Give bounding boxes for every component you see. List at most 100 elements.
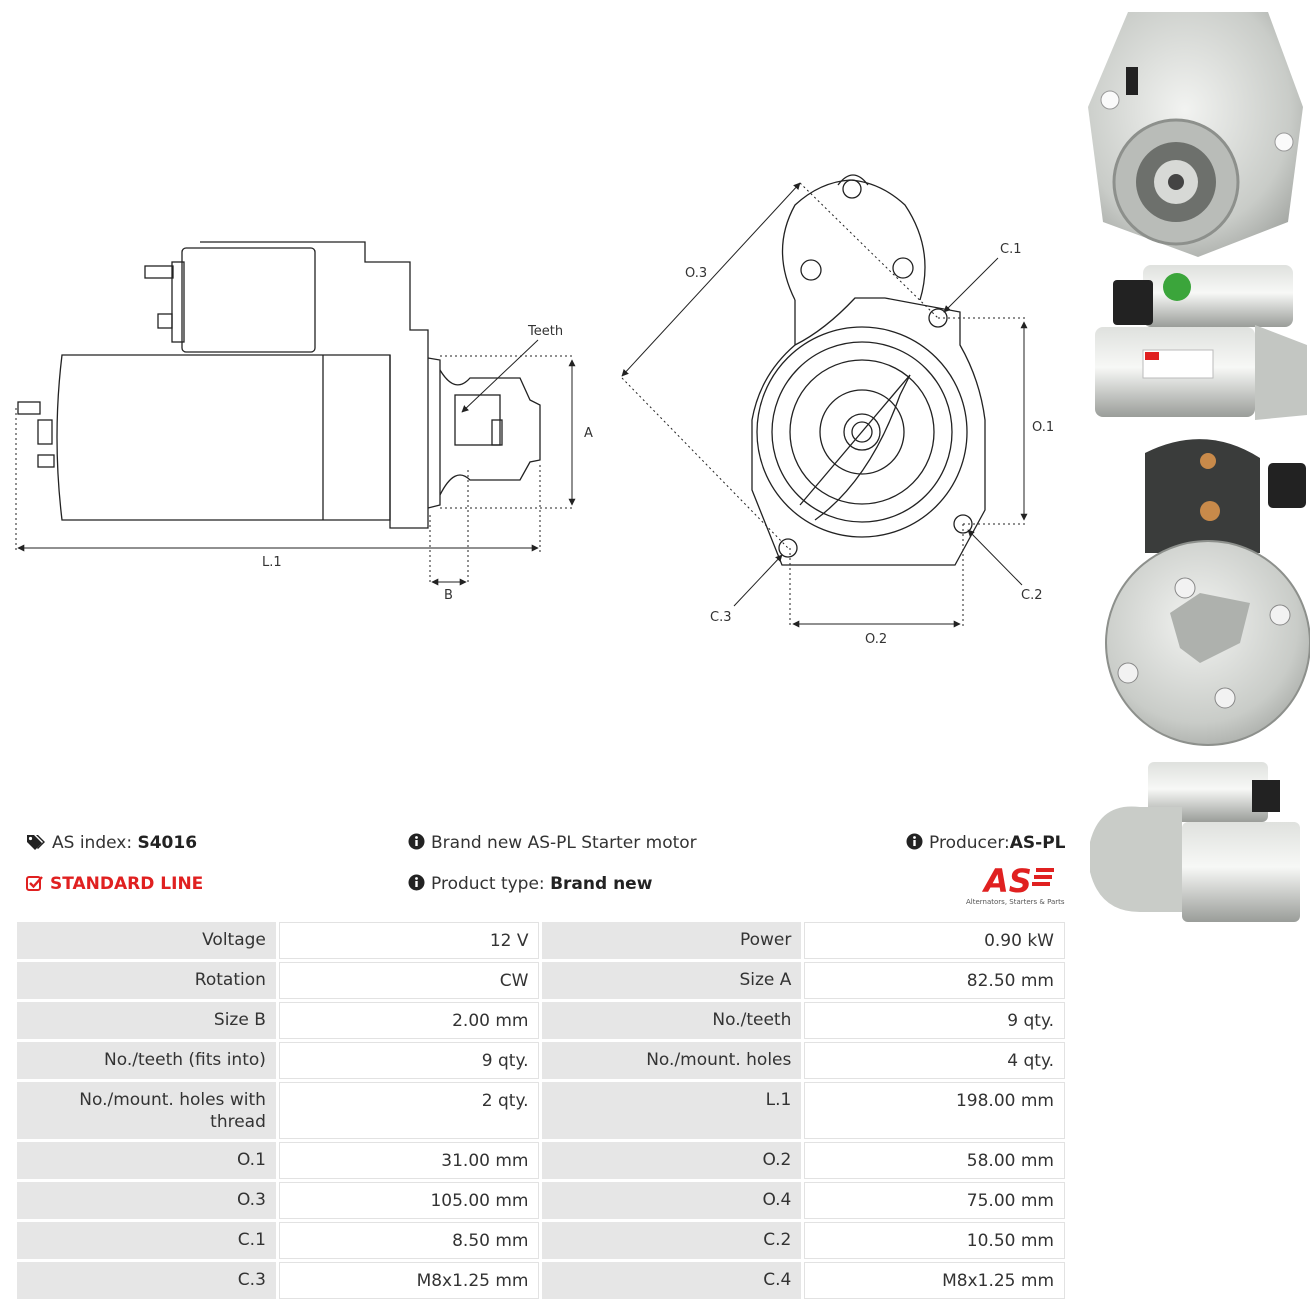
drive-nose <box>439 369 541 496</box>
label-teeth: Teeth <box>527 324 563 339</box>
producer-label: Producer: <box>929 833 1010 853</box>
as-index-value: S4016 <box>137 833 198 853</box>
label-l1: L.1 <box>262 555 282 570</box>
tags-icon <box>27 835 45 850</box>
c1-leader <box>943 257 999 313</box>
c3-leader <box>733 554 783 607</box>
spec-value: 58.00 mm <box>804 1142 1065 1179</box>
label-c3: C.3 <box>710 610 731 625</box>
label-o3: O.3 <box>685 266 707 281</box>
label-o1: O.1 <box>1032 420 1054 435</box>
label-a: A <box>584 426 593 441</box>
spec-label: Size B <box>17 1002 276 1039</box>
motor-body <box>56 354 391 521</box>
description-text: Brand new AS-PL Starter motor <box>431 833 697 853</box>
front-dimensions <box>621 182 1028 628</box>
standard-line-badge: STANDARD LINE <box>26 874 203 894</box>
solenoid-housing <box>200 241 429 529</box>
as-pl-logo: AS Alternators, Starters & Parts <box>966 862 1065 906</box>
spec-value: 8.50 mm <box>278 1222 540 1259</box>
spec-value: M8x1.25 mm <box>278 1262 540 1299</box>
check-square-icon <box>26 876 43 891</box>
spec-value: 2 qty. <box>278 1082 540 1139</box>
dimension-o3 <box>621 182 801 377</box>
label-b: B <box>444 588 453 603</box>
mounting-flange <box>751 297 986 566</box>
spec-label: No./teeth <box>542 1002 802 1039</box>
spec-value: 9 qty. <box>278 1042 540 1079</box>
spec-label: Voltage <box>17 922 276 959</box>
spec-label: Size A <box>542 962 802 999</box>
spec-label: No./teeth (fits into) <box>17 1042 276 1079</box>
standard-line-text: STANDARD LINE <box>50 874 204 894</box>
spec-value: 198.00 mm <box>804 1082 1065 1139</box>
product-type-label: Product type: <box>431 874 545 894</box>
spec-value: 82.50 mm <box>804 962 1065 999</box>
producer-value: AS-PL <box>1009 833 1066 853</box>
spec-value: CW <box>278 962 540 999</box>
technical-drawing: Teeth A L.1 B O.3 C.1 O. <box>15 174 1054 647</box>
spec-label: C.2 <box>542 1222 802 1259</box>
spec-label: C.1 <box>17 1222 276 1259</box>
spec-label: Rotation <box>17 962 276 999</box>
spec-value: 2.00 mm <box>278 1002 540 1039</box>
c2-leader <box>967 529 1023 586</box>
spec-value: 0.90 kW <box>804 922 1065 959</box>
spec-label: Power <box>542 922 802 959</box>
producer: Producer:AS-PL <box>906 833 1066 853</box>
spec-value: 105.00 mm <box>278 1182 540 1219</box>
spec-value: 10.50 mm <box>804 1222 1065 1259</box>
product-type: Product type: Brand new <box>408 874 652 894</box>
label-o2: O.2 <box>865 632 887 647</box>
side-view <box>17 241 541 529</box>
photo-side-top <box>1095 265 1307 420</box>
spec-value: 75.00 mm <box>804 1182 1065 1219</box>
photo-side-bottom <box>1090 762 1300 922</box>
info-circle-icon <box>408 833 425 850</box>
as-index: AS index: S4016 <box>26 833 197 853</box>
hole-c1 <box>928 308 948 328</box>
product-type-value: Brand new <box>550 874 653 894</box>
teeth-leader <box>461 339 539 413</box>
info-circle-icon <box>906 833 923 850</box>
flange <box>427 357 441 509</box>
label-c2: C.2 <box>1021 588 1042 603</box>
spec-value: M8x1.25 mm <box>804 1262 1065 1299</box>
outer-ring <box>756 326 968 538</box>
spec-value: 12 V <box>278 922 540 959</box>
spec-label: No./mount. holes <box>542 1042 802 1079</box>
logo-tagline: Alternators, Starters & Parts <box>966 898 1065 906</box>
spec-label: No./mount. holes with thread <box>17 1082 276 1139</box>
spec-label: O.3 <box>17 1182 276 1219</box>
spec-value: 31.00 mm <box>278 1142 540 1179</box>
spec-value: 4 qty. <box>804 1042 1065 1079</box>
front-view <box>751 174 986 566</box>
hole-c2 <box>953 514 973 534</box>
logo-mark: AS <box>981 862 1032 900</box>
hole-c3 <box>778 538 798 558</box>
spec-value: 9 qty. <box>804 1002 1065 1039</box>
spec-row: No./teeth (fits into)9 qty.No./mount. ho… <box>17 1042 1065 1079</box>
label-c1: C.1 <box>1000 242 1021 257</box>
spec-label: L.1 <box>542 1082 802 1139</box>
spec-label: O.4 <box>542 1182 802 1219</box>
as-index-label: AS index: <box>52 833 133 853</box>
photo-rear <box>1105 439 1310 746</box>
solenoid <box>181 247 316 353</box>
spec-label: C.3 <box>17 1262 276 1299</box>
spec-label: O.1 <box>17 1142 276 1179</box>
description: Brand new AS-PL Starter motor <box>408 833 697 853</box>
spec-label: C.4 <box>542 1262 802 1299</box>
photo-front <box>1088 12 1303 257</box>
info-circle-icon <box>408 874 425 891</box>
spec-label: O.2 <box>542 1142 802 1179</box>
